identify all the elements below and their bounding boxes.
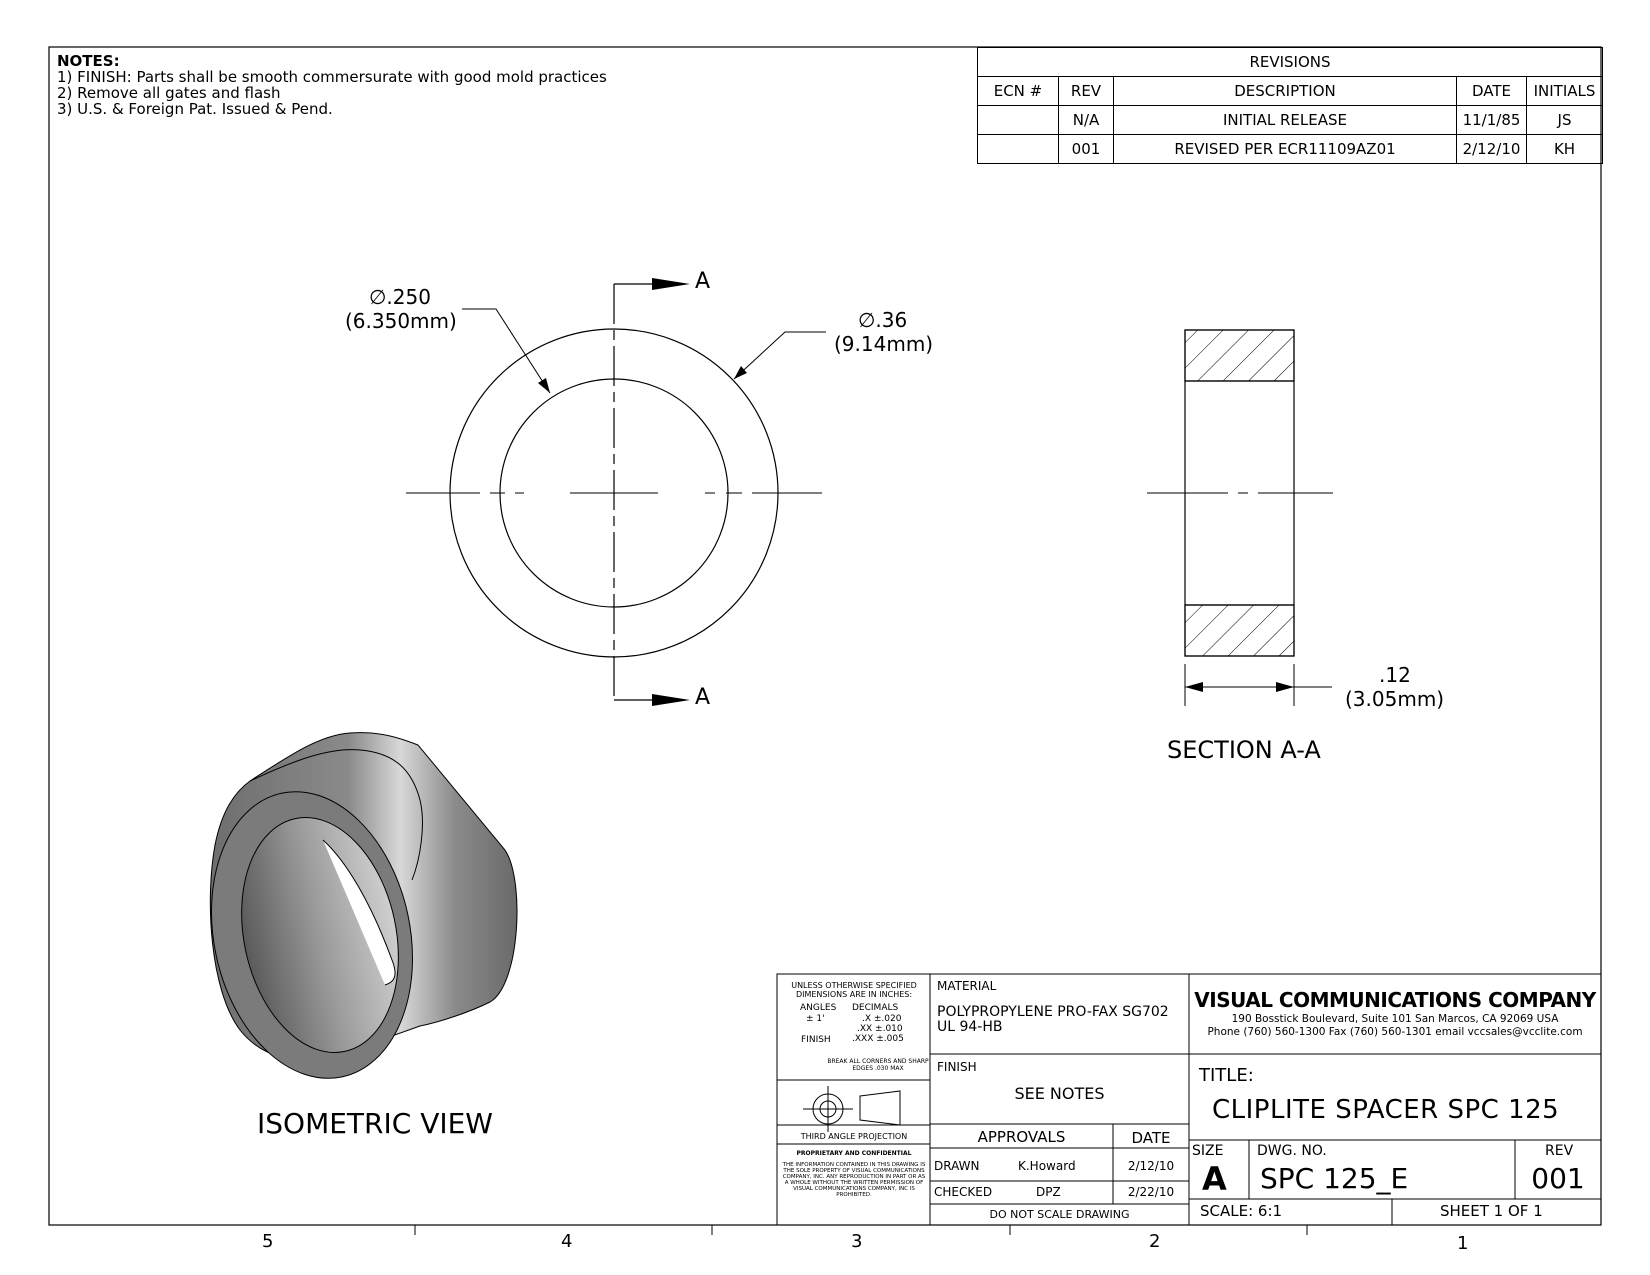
rev-cell: REVISED PER ECR11109AZ01 (1113, 134, 1457, 164)
rev-cell (977, 134, 1059, 164)
material-line2: UL 94-HB (937, 1019, 1003, 1035)
isometric-label: ISOMETRIC VIEW (257, 1107, 493, 1140)
width-dim-mm: (3.05mm) (1345, 687, 1445, 711)
tolerance-line2: DIMENSIONS ARE IN INCHES: (795, 990, 913, 999)
approvals-date-label: DATE (1131, 1129, 1171, 1147)
isometric-view (209, 732, 518, 1079)
width-dim: .12 (1379, 663, 1411, 687)
rev-cell: 2/12/10 (1456, 134, 1527, 164)
dwg-label: DWG. NO. (1257, 1143, 1327, 1159)
section-marker-top: A (695, 269, 711, 294)
approvals-label: APPROVALS (977, 1128, 1066, 1146)
section-label: SECTION A-A (1167, 736, 1321, 764)
size-value: A (1202, 1160, 1227, 1198)
rev-header-ecn: ECN # (977, 76, 1059, 106)
rev-label: REV (1545, 1143, 1574, 1159)
dwg-number: SPC 125_E (1260, 1162, 1409, 1195)
do-not-scale: DO NOT SCALE DRAWING (989, 1208, 1130, 1221)
note-item: 3) U.S. & Foreign Pat. Issued & Pend. (57, 100, 333, 118)
tolerance-line1: UNLESS OTHERWISE SPECIFIED (791, 981, 917, 990)
rev-cell: JS (1526, 105, 1603, 135)
size-label: SIZE (1192, 1143, 1224, 1159)
zone-label: 3 (851, 1231, 863, 1252)
zone-label: 2 (1149, 1231, 1161, 1252)
proprietary-heading: PROPRIETARY AND CONFIDENTIAL (796, 1150, 912, 1157)
rev-header-initials: INITIALS (1526, 76, 1603, 106)
decimal-x: .X ±.020 (862, 1014, 902, 1024)
title-label: TITLE: (1199, 1065, 1254, 1086)
inner-diameter-mm: (6.350mm) (345, 309, 457, 333)
table-row: N/A INITIAL RELEASE 11/1/85 JS (977, 105, 1603, 135)
revisions-table: REVISIONS ECN # REV DESCRIPTION DATE INI… (977, 47, 1603, 164)
section-view (1147, 329, 1333, 706)
decimal-xxx: .XXX ±.005 (852, 1034, 904, 1044)
rev-cell: 001 (1058, 134, 1114, 164)
checked-date: 2/22/10 (1127, 1185, 1175, 1199)
tolerance-finish-label: FINISH (801, 1035, 831, 1045)
rev-cell: KH (1526, 134, 1603, 164)
zone-ticks (414, 1225, 1308, 1235)
rev-cell (977, 105, 1059, 135)
drawn-date: 2/12/10 (1127, 1159, 1175, 1173)
drawing-title: CLIPLITE SPACER SPC 125 (1212, 1095, 1560, 1125)
notes-heading: NOTES: (57, 52, 120, 70)
finish-label: FINISH (937, 1060, 977, 1074)
note-item: 1) FINISH: Parts shall be smooth commers… (57, 68, 607, 86)
projection-label: THIRD ANGLE PROJECTION (800, 1132, 908, 1141)
rev-cell: 11/1/85 (1456, 105, 1527, 135)
table-row: 001 REVISED PER ECR11109AZ01 2/12/10 KH (977, 134, 1603, 164)
angles-label: ANGLES (800, 1003, 837, 1013)
notes-block: NOTES: 1) FINISH: Parts shall be smooth … (57, 53, 757, 117)
material-line1: POLYPROPYLENE PRO-FAX SG702 (937, 1004, 1169, 1020)
decimals-label: DECIMALS (852, 1003, 899, 1013)
material-label: MATERIAL (937, 979, 997, 993)
finish-value: SEE NOTES (1014, 1084, 1105, 1103)
checked-by: DPZ (1036, 1185, 1061, 1199)
rev-header-date: DATE (1456, 76, 1527, 106)
angles-value: ± 1' (806, 1014, 825, 1024)
company-name: VISUAL COMMUNICATIONS COMPANY (1194, 988, 1596, 1012)
scale-label: SCALE: 6:1 (1200, 1202, 1283, 1220)
drawn-label: DRAWN (934, 1159, 980, 1173)
rev-header-rev: REV (1058, 76, 1114, 106)
zone-label: 1 (1457, 1233, 1469, 1254)
note-item: 2) Remove all gates and flash (57, 84, 281, 102)
rev-header-description: DESCRIPTION (1113, 76, 1457, 106)
checked-label: CHECKED (934, 1185, 993, 1199)
drawn-by: K.Howard (1018, 1159, 1076, 1173)
break-edges-note: BREAK ALL CORNERS AND SHARP EDGES .030 M… (827, 1058, 929, 1072)
sheet-label: SHEET 1 OF 1 (1440, 1202, 1543, 1220)
outer-diameter-mm: (9.14mm) (834, 332, 934, 356)
rev-cell: INITIAL RELEASE (1113, 105, 1457, 135)
zone-label: 5 (262, 1231, 274, 1252)
proprietary-text: THE INFORMATION CONTAINED IN THIS DRAWIN… (782, 1162, 926, 1198)
company-contact: Phone (760) 560-1300 Fax (760) 560-1301 … (1207, 1026, 1583, 1038)
inner-diameter-dim: ∅.250 (369, 285, 431, 309)
title-block-lines (776, 973, 1602, 1226)
revisions-title: REVISIONS (977, 47, 1603, 77)
rev-value: 001 (1531, 1162, 1585, 1195)
outer-diameter-dim: ∅.36 (858, 308, 908, 332)
zone-label: 4 (561, 1231, 573, 1252)
decimal-xx: .XX ±.010 (857, 1024, 903, 1034)
company-address: 190 Bosstick Boulevard, Suite 101 San Ma… (1231, 1013, 1559, 1025)
front-view (406, 278, 826, 706)
rev-cell: N/A (1058, 105, 1114, 135)
section-marker-bottom: A (695, 685, 711, 710)
